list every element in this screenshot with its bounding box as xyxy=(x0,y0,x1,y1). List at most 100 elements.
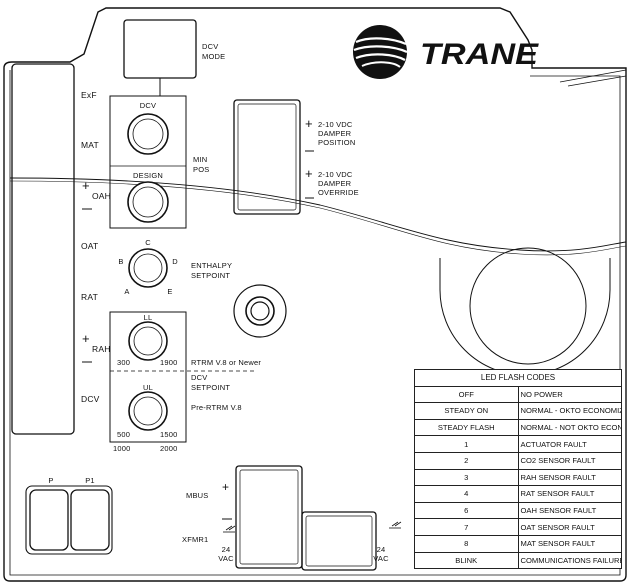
vac-right-label-1: 24 xyxy=(377,545,386,554)
ll-pot-label: LL xyxy=(144,313,153,322)
ul-dcv-setpoint-pot[interactable] xyxy=(128,391,168,431)
mounting-hole xyxy=(469,247,587,365)
oah-label: OAH xyxy=(92,191,111,201)
mbus-plus-sign: + xyxy=(222,480,229,494)
led-code-cell: 2 xyxy=(414,451,519,470)
position-label-2: DAMPER xyxy=(318,129,352,138)
dcv-mode-label-1: DCV xyxy=(202,42,218,51)
led-description-cell: NO POWER xyxy=(517,385,622,404)
override-plus-sign: + xyxy=(305,166,313,181)
dcv-min-pos-pot[interactable] xyxy=(127,113,169,155)
ul-max-value: 1500 xyxy=(160,430,178,439)
status-led-bezel xyxy=(245,296,275,326)
xfmr1-terminal-block-inner xyxy=(305,515,373,567)
mbus-terminal-block[interactable] xyxy=(235,465,303,569)
position-plus-sign: + xyxy=(305,116,313,131)
ll-dcv-setpoint-pot-inner xyxy=(133,326,163,356)
led-description-cell: CO2 SENSOR FAULT xyxy=(517,451,622,470)
status-led xyxy=(250,301,270,321)
oah-plus-sign: + xyxy=(82,178,90,193)
ul-dcv-setpoint-pot-inner xyxy=(133,396,163,426)
board-outline xyxy=(3,7,627,582)
mounting-boss xyxy=(439,258,611,376)
p1-connector[interactable] xyxy=(70,489,110,551)
board-inner-edge xyxy=(9,70,621,576)
scale-right-value: 2000 xyxy=(160,444,178,453)
p-connector[interactable] xyxy=(29,489,69,551)
enthalpy-letter-d: D xyxy=(172,257,178,266)
led-code-cell: 8 xyxy=(414,534,519,553)
vac-right-ground-icon xyxy=(389,521,402,529)
led-code-cell: 7 xyxy=(414,518,519,536)
led-code-cell: STEADY FLASH xyxy=(414,418,519,437)
min-pos-label-2: POS xyxy=(193,165,209,174)
trane-brand-name: TRANE xyxy=(420,38,539,71)
led-table-header-row: LED FLASH CODES xyxy=(414,369,622,387)
enthalpy-label-1: ENTHALPY xyxy=(191,261,232,270)
left-connector-strip xyxy=(11,63,75,435)
damper-terminal-block[interactable] xyxy=(233,99,301,215)
rat-label: RAT xyxy=(81,292,98,302)
override-label-1: 2-10 VDC xyxy=(318,170,353,179)
led-code-cell: STEADY ON xyxy=(414,402,519,420)
rtrm-new-label: RTRM V.8 or Newer xyxy=(191,358,261,367)
led-code-cell: BLINK xyxy=(414,551,519,570)
enthalpy-setpoint-pot[interactable] xyxy=(128,248,168,288)
vac-left-label-1: 24 xyxy=(222,545,231,554)
dcv-min-pos-pot-inner xyxy=(132,118,164,150)
led-description-cell: NORMAL - OKTO ECONOMIZE xyxy=(517,402,622,420)
vac-right-label-2: VAC xyxy=(373,554,389,563)
min-pos-label-1: MIN xyxy=(193,155,207,164)
dcv-setpoint-label-1: DCV xyxy=(191,373,207,382)
exf-label: ExF xyxy=(81,90,97,100)
led-description-cell: NORMAL - NOT OKTO ECONOMIZE xyxy=(517,418,622,437)
position-label-1: 2-10 VDC xyxy=(318,120,353,129)
led-description-cell: OAT SENSOR FAULT xyxy=(517,518,622,536)
xfmr1-ground-icon xyxy=(223,525,236,533)
oat-label: OAT xyxy=(81,241,98,251)
ul-pot-label: UL xyxy=(143,383,153,392)
dcv-setpoint-pot-group xyxy=(109,311,187,443)
led-description-cell: MAT SENSOR FAULT xyxy=(517,534,622,553)
mbus-label: MBUS xyxy=(186,491,208,500)
led-description-cell: ACTUATOR FAULT xyxy=(517,435,622,453)
design-pot-label: DESIGN xyxy=(133,171,163,180)
p-p1-connector-housing xyxy=(25,485,113,555)
dcv-mode-switch[interactable] xyxy=(123,19,197,79)
led-description-cell: OAH SENSOR FAULT xyxy=(517,501,622,520)
led-code-cell: OFF xyxy=(414,385,519,404)
design-min-pos-pot-inner xyxy=(132,186,164,218)
min-pos-pot-group xyxy=(109,95,187,229)
dcv-setpoint-label-2: SETPOINT xyxy=(191,383,230,392)
xfmr1-terminal-block[interactable] xyxy=(301,511,377,571)
dcv-sensor-label: DCV xyxy=(81,394,100,404)
ul-min-value: 500 xyxy=(117,430,130,439)
enthalpy-letter-a: A xyxy=(124,287,129,296)
design-min-pos-pot[interactable] xyxy=(127,181,169,223)
enthalpy-label-2: SETPOINT xyxy=(191,271,230,280)
board-corner-notch xyxy=(559,69,627,87)
vac-left-label-2: VAC xyxy=(218,554,234,563)
led-code-cell: 1 xyxy=(414,435,519,453)
ll-dcv-setpoint-pot[interactable] xyxy=(128,321,168,361)
ll-max-value: 1900 xyxy=(160,358,178,367)
xfmr1-label: XFMR1 xyxy=(182,535,208,544)
p-connector-label: P xyxy=(48,476,53,485)
mat-label: MAT xyxy=(81,140,99,150)
enthalpy-letter-c: C xyxy=(145,238,151,247)
pre-rtrm-label: Pre-RTRM V.8 xyxy=(191,403,242,412)
ll-min-value: 300 xyxy=(117,358,130,367)
led-code-cell: 6 xyxy=(414,501,519,520)
led-code-cell: 3 xyxy=(414,468,519,487)
